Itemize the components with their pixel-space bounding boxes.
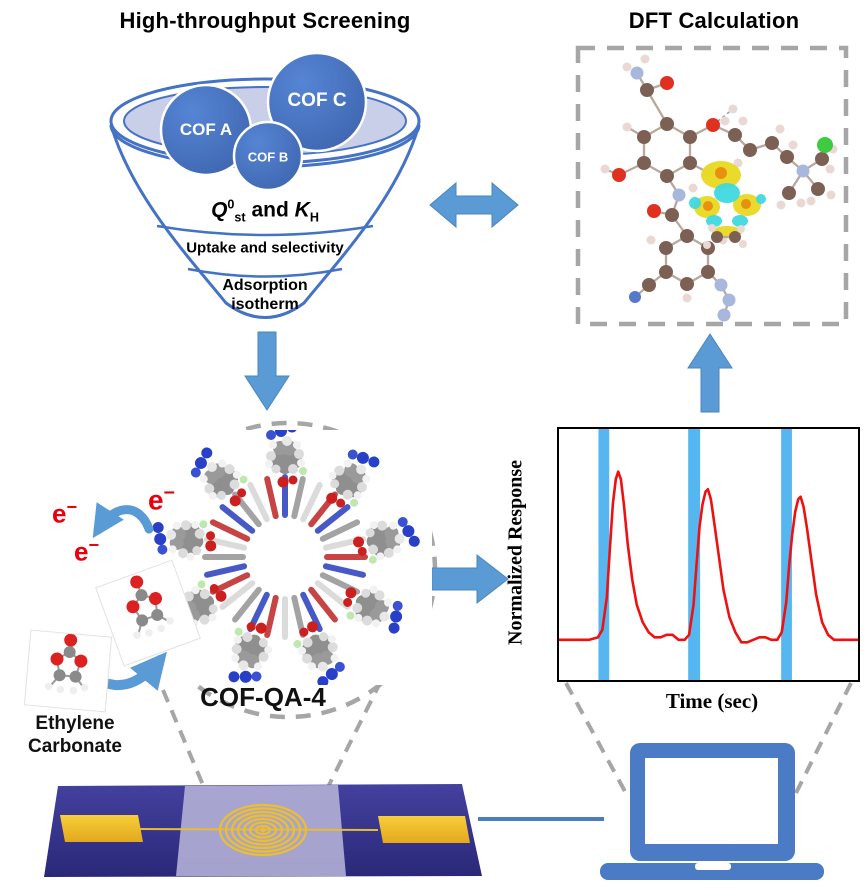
funnel-level1-label: Q0st and KH (211, 197, 319, 224)
q-symbol: Q (211, 198, 228, 222)
cof-label: COF-QA-4 (200, 682, 326, 712)
response-chart (557, 427, 860, 682)
funnel-to-cof-arrow (244, 331, 290, 411)
and-text: and (245, 198, 295, 222)
electron-label-2: e− (74, 535, 100, 567)
laptop-base (600, 863, 824, 880)
q-subscript: st (234, 210, 246, 225)
left-contact-pad (60, 815, 143, 842)
dft-title: DFT Calculation (628, 8, 800, 33)
dft-box (575, 45, 849, 327)
q-superscript: 0 (227, 197, 235, 212)
gas-pulse-bar (781, 429, 792, 680)
electron-label-3: e− (148, 482, 176, 516)
graph-to-dft-arrow (687, 333, 733, 413)
k-subscript: H (309, 210, 319, 225)
gas-pulse-bar (598, 429, 610, 680)
sphere-cof-b-label: COF B (247, 149, 289, 165)
chloride-ion (817, 137, 833, 153)
funnel-level3-line2: isotherm (231, 296, 299, 313)
screening-title: High-throughput Screening (119, 8, 411, 33)
sphere-cof-c-label: COF C (287, 90, 347, 111)
right-contact-pad (378, 816, 470, 843)
cof-to-graph-arrow (431, 553, 509, 605)
funnel-level2-label: Uptake and selectivity (186, 239, 344, 257)
electron-label-1: e− (52, 497, 78, 529)
electrode-trace (137, 828, 379, 831)
y-axis-label: Normalized Response (504, 460, 527, 645)
ethylene-carbonate-label: Ethylene Carbonate (28, 713, 122, 757)
gas-pulse-bar (688, 429, 701, 680)
electron-density-isosurface (689, 161, 766, 249)
screening-funnel-icon (109, 51, 421, 319)
k-symbol: K (294, 198, 310, 222)
screening-dft-double-arrow (429, 181, 519, 229)
laptop-screen (645, 758, 778, 844)
sensor-chip (44, 784, 482, 877)
cof-structure-image (138, 421, 432, 692)
spiral-electrode (218, 803, 308, 857)
laptop-icon (600, 743, 824, 880)
magnifier-callout-lines (161, 680, 853, 798)
ethylene-carbonate-molecule-1 (96, 560, 200, 666)
ethylene-carbonate-molecule-2 (24, 630, 112, 712)
response-curve (559, 472, 858, 643)
sensor-cable (478, 817, 604, 821)
sphere-cof-a-label: COF A (179, 120, 233, 139)
funnel-level3-line1: Adsorption (222, 277, 308, 294)
x-axis-label: Time (sec) (665, 689, 759, 713)
electron-out-arrow (92, 502, 154, 539)
